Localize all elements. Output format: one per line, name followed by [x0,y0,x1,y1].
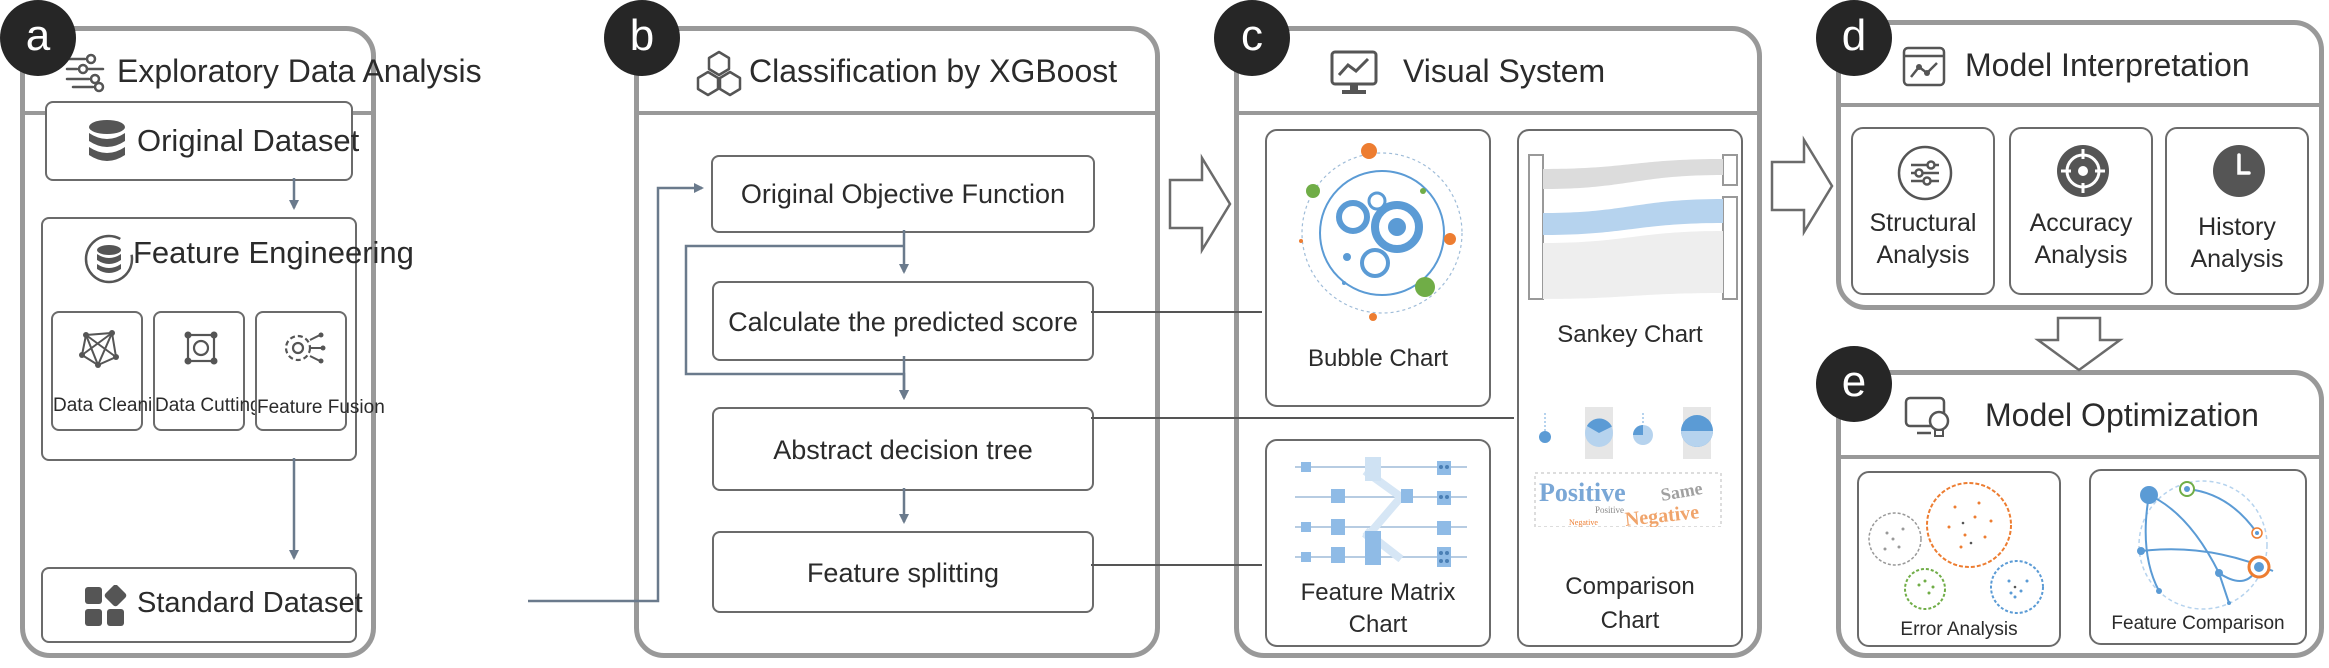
database-refresh-icon [84,234,134,284]
error-analysis-thumbnail [1868,482,2044,614]
badge-a: a [0,0,76,76]
step-feature-splitting: Feature splitting [712,531,1094,613]
feature-engineering-label: Feature Engineering [133,235,414,270]
comparison-chart-thumbnail: Positive Same Positive Negative Negative [1534,407,1722,527]
feature-comparison-label: Feature Comparison [2111,613,2285,634]
network-icon [79,330,119,368]
step-decision-tree-label: Abstract decision tree [773,435,1033,465]
feature-comparison-thumbnail [2137,480,2274,610]
model-window-icon [1902,46,1946,87]
big-arrow-b-to-c [1168,153,1232,255]
feature-matrix-label-1: Feature Matrix [1300,579,1456,606]
original-dataset-label: Original Dataset [137,123,360,158]
structural-analysis-label-2: Analysis [1876,241,1970,269]
panel-e-header: Model Optimization [1841,375,2319,459]
bubble-chart-label: Bubble Chart [1307,345,1449,372]
big-arrow-c-to-d [1770,135,1834,237]
step-original-objective: Original Objective Function [711,155,1095,233]
feature-matrix-thumbnail [1295,457,1467,567]
history-analysis-label-2: Analysis [2190,245,2284,273]
bubble-chart-card: Bubble Chart [1265,129,1491,407]
feature-fusion-box: Feature Fusion [255,311,385,431]
data-cleaning-box: Data Cleaning [51,311,174,431]
feature-comparison-card: Feature Comparison [2089,469,2307,645]
target-icon [2057,145,2109,197]
step-predicted-score-label: Calculate the predicted score [728,307,1078,337]
panel-a-header: Exploratory Data Analysis [25,31,482,115]
panel-model-interpretation: Model Interpretation Structural Analysis… [1836,20,2324,310]
step-predicted-score: Calculate the predicted score [712,281,1094,361]
structural-analysis-card: Structural Analysis [1851,127,1995,295]
monitor-chart-icon [1330,50,1378,94]
feature-fusion-label: Feature Fusion [257,397,385,418]
bubble-chart-thumbnail [1299,143,1463,321]
panel-c-header: Visual System [1239,31,1757,115]
standard-dataset-label: Standard Dataset [137,587,363,619]
comparison-chart-label-2: Chart [1600,607,1660,634]
data-cleaning-label: Data Cleaning [53,395,174,416]
step-feature-splitting-label: Feature splitting [806,558,1000,588]
panel-d-header: Model Interpretation [1841,25,2319,107]
panel-e-title: Model Optimization [1985,397,2259,433]
data-cutting-label: Data Cutting [155,395,261,416]
error-analysis-label: Error Analysis [1900,619,2018,640]
wordcloud-negative: Negative [1624,501,1700,527]
step-decision-tree: Abstract decision tree [712,407,1094,491]
big-arrow-d-to-e [2034,316,2124,372]
standard-dataset-box: Standard Dataset [41,567,363,643]
cubes-icon [696,50,742,97]
sankey-chart-thumbnail [1528,154,1738,300]
data-flow-icon [65,53,105,93]
accuracy-analysis-label-2: Analysis [2034,241,2128,269]
monitor-bulb-icon [1904,396,1950,437]
feature-engineering-box: Feature Engineering Data Cleaning Data C… [41,217,414,461]
wordcloud-positive-small: Positive [1595,505,1624,515]
badge-b: b [604,0,680,76]
accuracy-analysis-label-1: Accuracy [2029,209,2133,237]
apps-grid-icon [85,585,127,626]
sankey-comparison-card: Sankey Chart Positive Same Positive Nega… [1517,129,1743,647]
panel-classification-xgboost: Classification by XGBoost Original Objec… [634,26,1160,658]
panel-a-title: Exploratory Data Analysis [117,53,482,89]
panel-b-title: Classification by XGBoost [749,53,1118,89]
feature-matrix-label-2: Chart [1348,611,1408,638]
database-icon [89,120,125,161]
badge-e: e [1816,346,1892,422]
panel-b-header: Classification by XGBoost [639,31,1155,115]
history-analysis-card: History Analysis [2165,127,2309,295]
original-dataset-box: Original Dataset [45,101,359,181]
comparison-chart-label-1: Comparison [1565,573,1695,600]
accuracy-analysis-card: Accuracy Analysis [2009,127,2153,295]
badge-c: c [1214,0,1290,76]
history-analysis-label-1: History [2198,213,2276,241]
panel-exploratory-data-analysis: Exploratory Data Analysis Original Datas… [20,26,482,658]
data-cutting-box: Data Cutting [153,311,261,431]
feature-matrix-card: Feature Matrix Chart [1265,439,1491,647]
badge-d: d [1816,0,1892,76]
panel-model-optimization: Model Optimization Error Analysis [1836,370,2324,658]
panel-d-title: Model Interpretation [1965,47,2250,83]
structural-analysis-label-1: Structural [1869,209,1977,237]
wordcloud-negative-small: Negative [1569,518,1598,527]
sliders-icon [1897,145,1953,201]
crop-node-icon [184,331,218,365]
clock-icon [2213,145,2265,197]
sankey-chart-label: Sankey Chart [1557,321,1703,348]
step-original-objective-label: Original Objective Function [740,179,1066,209]
error-analysis-card: Error Analysis [1857,471,2061,647]
gear-circuit-icon [284,332,326,364]
panel-visual-system: Visual System Bubble Char [1234,26,1762,658]
wordcloud-positive: Positive [1539,478,1626,507]
panel-c-title: Visual System [1403,53,1606,89]
